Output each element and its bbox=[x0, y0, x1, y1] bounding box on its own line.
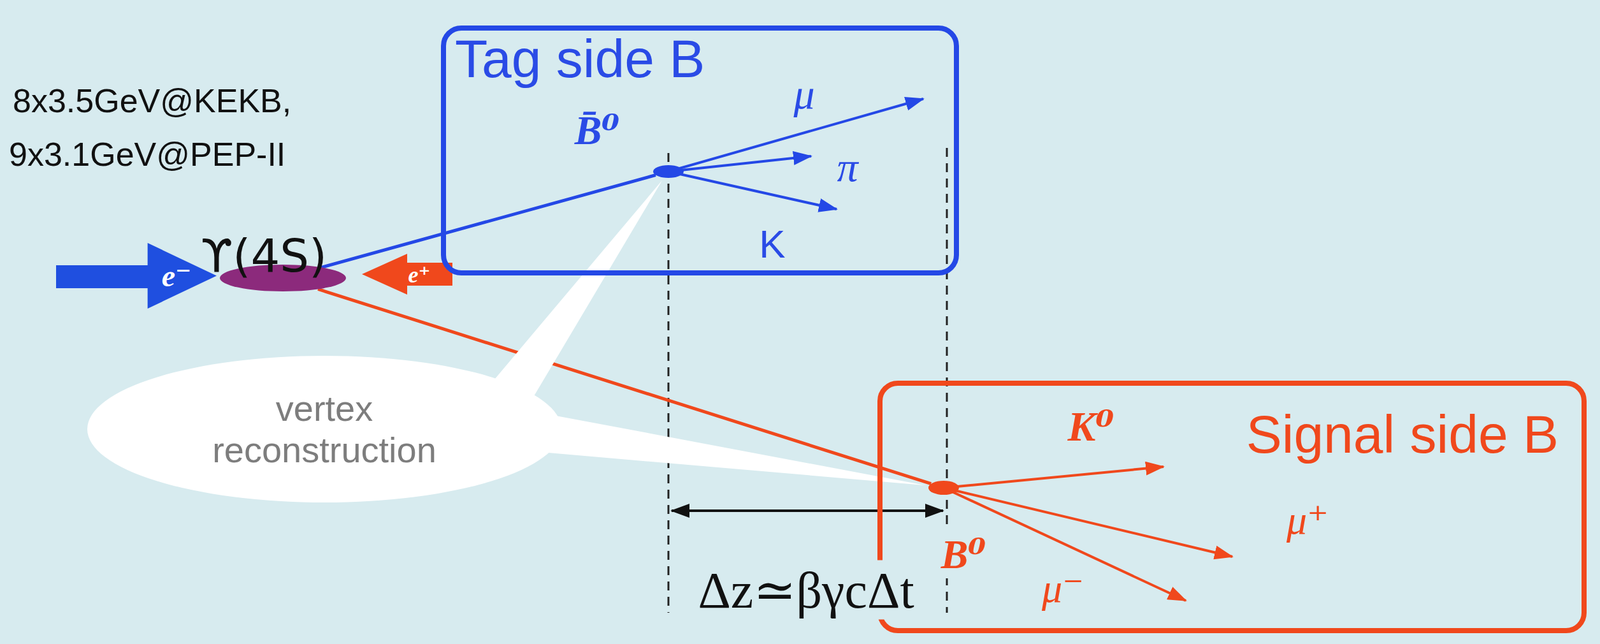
node-text: B̄⁰ bbox=[574, 105, 620, 155]
decay-track bbox=[668, 171, 837, 210]
ellipse-outline bbox=[87, 355, 562, 503]
node-text: B⁰ bbox=[937, 529, 991, 578]
arrow-outline bbox=[56, 242, 217, 309]
resonance-ellipse: ϒ(4S) bbox=[219, 264, 346, 292]
node-text: ϒ(4S) bbox=[200, 228, 327, 283]
particle-name: K⁰ bbox=[1067, 400, 1115, 451]
arrow-fill bbox=[56, 242, 217, 309]
vertex-dashed-line bbox=[667, 152, 670, 613]
particle-name: μ bbox=[793, 70, 815, 119]
distance-arrow bbox=[671, 509, 944, 512]
tag-side-box: Tag side B B̄⁰ bbox=[440, 25, 959, 276]
ellipse-fill bbox=[928, 480, 959, 495]
ellipse-outline bbox=[928, 480, 959, 495]
callout-pointer bbox=[491, 180, 663, 408]
ellipse-fill bbox=[87, 355, 562, 503]
callout-pointer bbox=[544, 414, 926, 485]
decay-track bbox=[943, 466, 1164, 488]
node-text: Tag side B bbox=[454, 28, 705, 90]
node-text: vertex reconstruction bbox=[196, 387, 452, 471]
signal-side-box: Signal side B B⁰ bbox=[877, 380, 1587, 633]
particle-name: K bbox=[758, 221, 786, 267]
node-text: e⁺ bbox=[408, 260, 431, 289]
ellipse-fill bbox=[653, 165, 684, 178]
arrow-fill bbox=[361, 253, 453, 295]
beam-energy-note: 9x3.1GeV@PEP-II bbox=[8, 135, 286, 174]
decay-vertex: B̄⁰ bbox=[653, 165, 684, 178]
arrow-outline bbox=[361, 253, 453, 295]
distance-formula: Δz≃βγcΔt bbox=[692, 560, 919, 620]
particle-name: μ⁺ bbox=[1286, 495, 1329, 544]
decay-vertex: B⁰ bbox=[928, 480, 959, 495]
beam-energy-note: 8x3.5GeV@KEKB, bbox=[12, 81, 292, 120]
node-text: e⁻ bbox=[161, 257, 192, 294]
node-text: Signal side B bbox=[1246, 403, 1559, 466]
beam-arrow: e⁻ bbox=[56, 242, 217, 309]
decay-track bbox=[668, 156, 812, 172]
beam-arrow: e⁺ bbox=[361, 253, 453, 295]
particle-name: π bbox=[836, 142, 858, 192]
particle-name: μ⁻ bbox=[1041, 563, 1084, 612]
ellipse-outline bbox=[653, 165, 684, 178]
callout-bubble: vertex reconstruction bbox=[87, 355, 562, 503]
